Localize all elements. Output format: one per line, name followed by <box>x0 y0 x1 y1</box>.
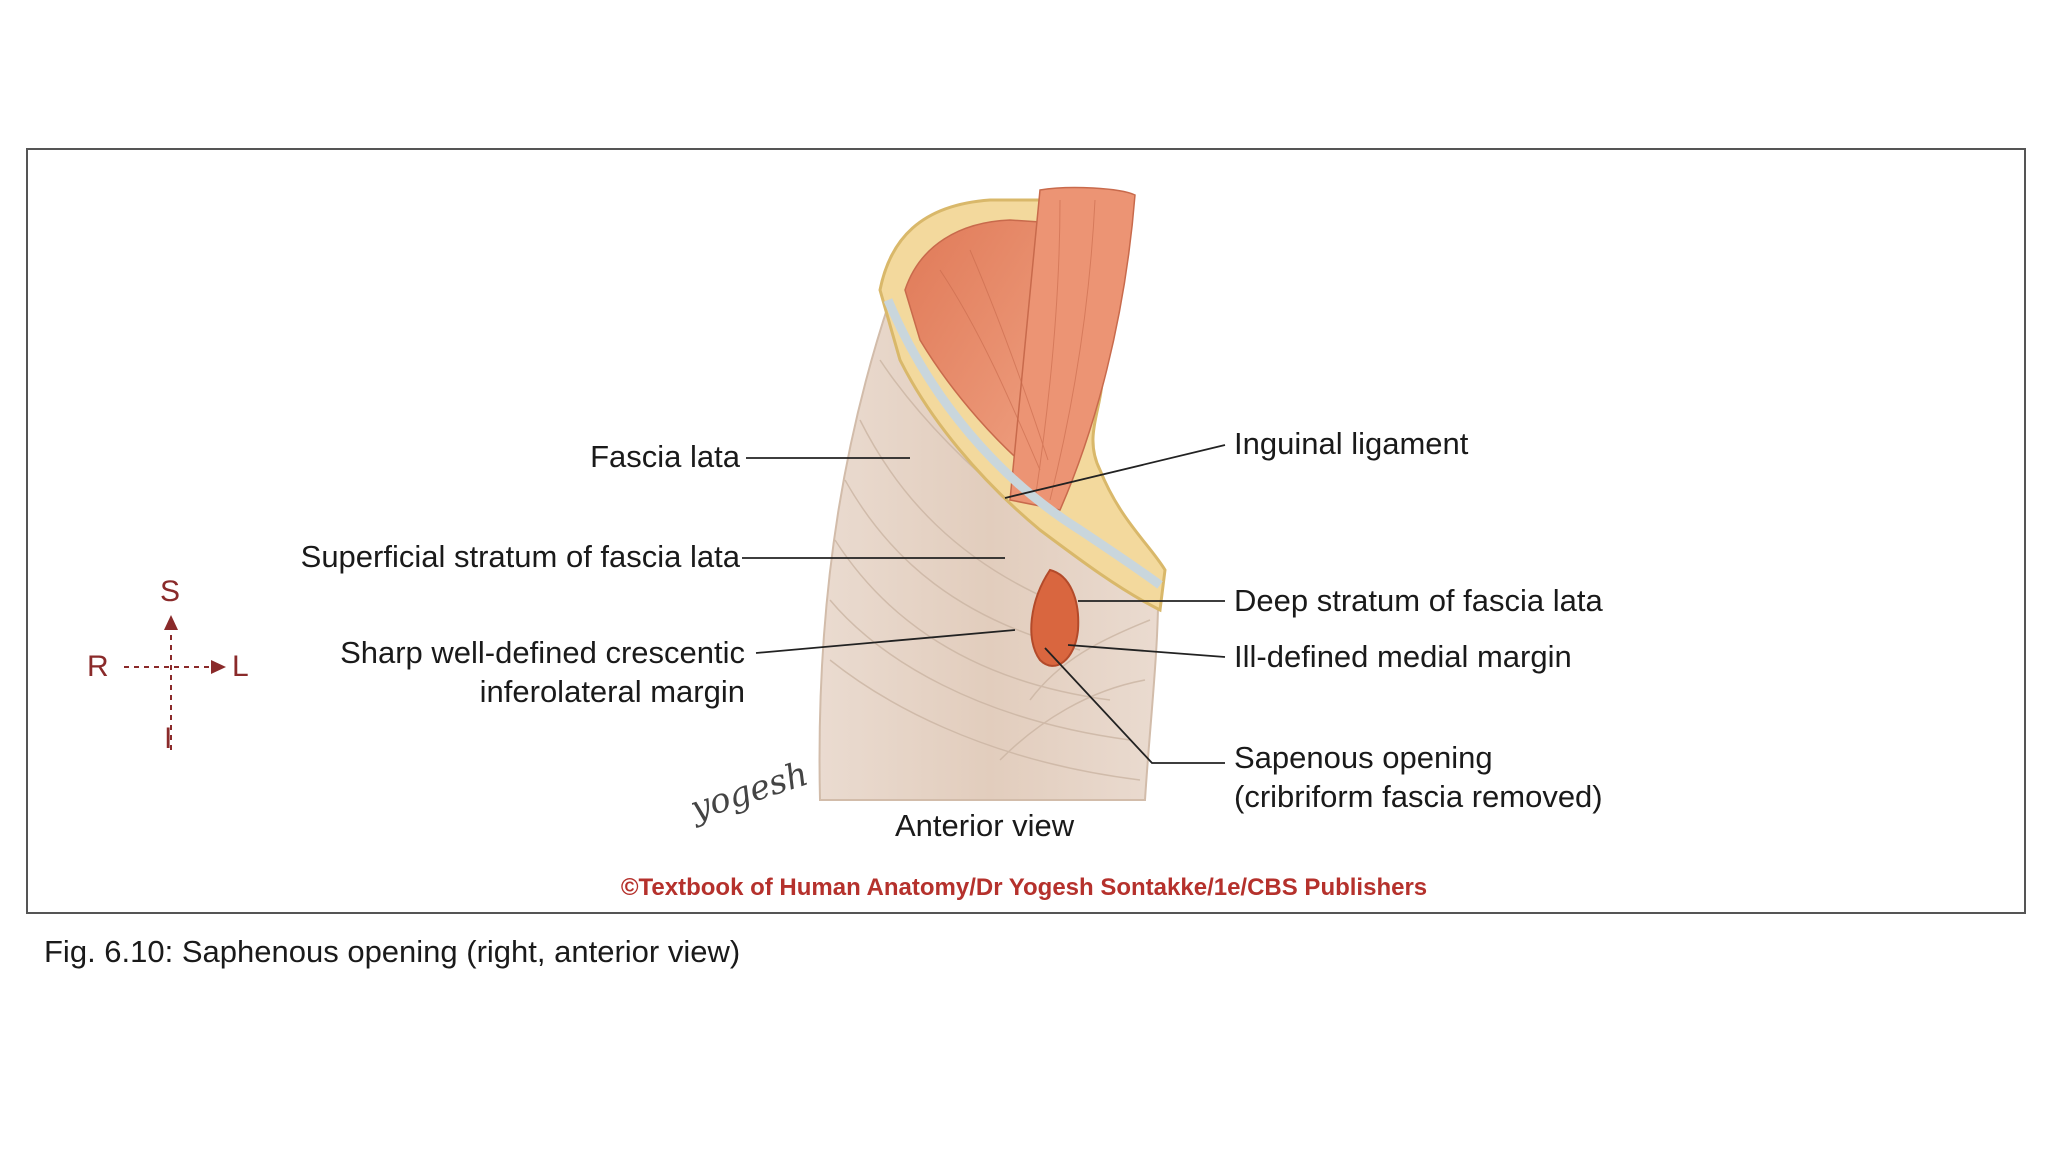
figure-caption: Fig. 6.10: Saphenous opening (right, ant… <box>44 934 741 969</box>
label-view: Anterior view <box>895 808 1075 843</box>
orientation-superior: S <box>160 575 181 608</box>
signature: yogesh <box>684 754 813 830</box>
orientation-inferior: I <box>164 722 173 755</box>
label-crescentic-margin-2: inferolateral margin <box>479 674 745 709</box>
orientation-compass <box>124 625 222 750</box>
muscle-fibres <box>939 199 1096 501</box>
arrow-superior-icon <box>164 615 178 630</box>
saphenous-opening-shape <box>1030 568 1080 667</box>
label-superficial-stratum: Superficial stratum of fascia lata <box>300 539 740 574</box>
leader-lines <box>742 444 1226 764</box>
inguinal-ligament-band <box>883 298 1163 589</box>
arrow-left-icon <box>211 660 226 674</box>
label-fascia-lata: Fascia lata <box>590 439 740 474</box>
psoas-muscle <box>1009 186 1136 511</box>
label-saphenous-opening-2: (cribriform fascia removed) <box>1234 779 1603 814</box>
figure-frame <box>26 148 2026 914</box>
label-deep-stratum: Deep stratum of fascia lata <box>1234 583 1603 618</box>
orientation-right: R <box>87 650 109 683</box>
label-saphenous-opening-1: Sapenous opening <box>1234 740 1493 775</box>
label-crescentic-margin-1: Sharp well-defined crescentic <box>340 635 745 670</box>
orientation-left: L <box>232 650 249 683</box>
label-inguinal-ligament: Inguinal ligament <box>1234 426 1469 461</box>
label-medial-margin: Ill-defined medial margin <box>1234 639 1572 674</box>
copyright-notice: ©Textbook of Human Anatomy/Dr Yogesh Son… <box>620 874 1428 901</box>
